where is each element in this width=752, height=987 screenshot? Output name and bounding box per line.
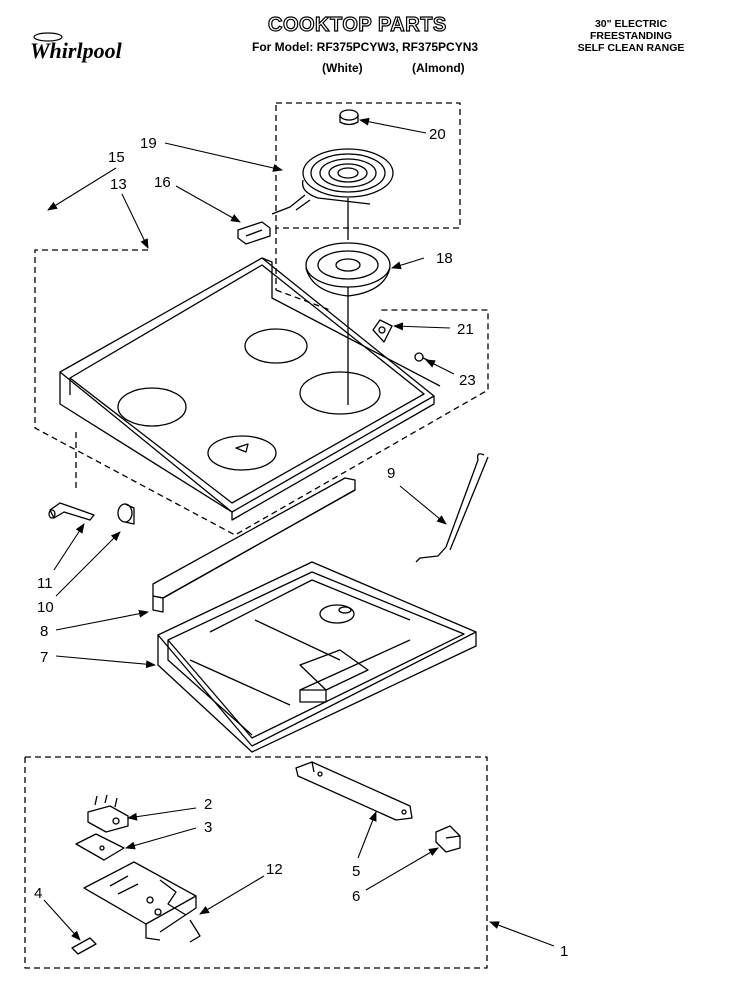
callout-18: 18 (436, 250, 453, 267)
brand-name: Whirlpool (30, 38, 122, 63)
callout-11: 10 (37, 599, 54, 616)
screw (414, 352, 433, 363)
callout-20: 20 (429, 126, 446, 143)
callout-4: 4 (34, 885, 42, 902)
model-numbers: For Model: RF375PCYW3, RF375PCYN3 (252, 40, 479, 54)
callout-9: 9 (387, 465, 395, 482)
callout-8: 8 (40, 623, 48, 640)
grommet (435, 825, 461, 853)
range-line: FREESTANDING (589, 30, 673, 42)
support-rod (415, 453, 489, 563)
callout-6: 6 (352, 888, 360, 905)
element-cap (339, 109, 359, 126)
leader-lines (43, 117, 555, 947)
callout-2: 2 (204, 796, 212, 813)
callout-19: 19 (140, 135, 157, 152)
front-rail (152, 477, 356, 613)
callout-10: 12 (266, 861, 283, 878)
kit-dashed-box (24, 756, 488, 969)
range-description: 30" ELECTRIC FREESTANDING SELF CLEAN RAN… (546, 18, 716, 54)
variant-white: (White) (322, 61, 363, 75)
burner-box (157, 561, 477, 753)
callout-1: 1 (560, 943, 568, 960)
element-dashed-box (275, 102, 461, 229)
whirlpool-logo (22, 30, 152, 75)
cooktop-panel (59, 257, 441, 521)
callout-13: 13 (110, 176, 127, 193)
range-line: 30" ELECTRIC (594, 18, 668, 30)
insulator (75, 833, 125, 861)
spacer (117, 503, 135, 525)
cooktop-dashed-box (34, 228, 489, 536)
page-title: COOKTOP PARTS (267, 13, 447, 36)
hinge-bracket (48, 502, 95, 521)
element-receptacle (237, 221, 271, 245)
terminal-block (83, 861, 201, 943)
switch (87, 794, 129, 833)
callout-7: 7 (40, 649, 48, 666)
callout-23: 23 (459, 372, 476, 389)
callout-21: 21 (457, 321, 474, 338)
wire-clip (71, 937, 97, 955)
surface-element (271, 148, 394, 215)
vent-bracket (295, 761, 413, 821)
bowl-clip (372, 319, 393, 343)
callout-16: 16 (154, 174, 171, 191)
callout-5: 5 (352, 863, 360, 880)
callout-12: 11 (37, 575, 53, 592)
variant-almond: (Almond) (412, 61, 465, 75)
callout-15: 15 (108, 149, 125, 166)
range-line: SELF CLEAN RANGE (577, 42, 685, 54)
callout-3: 3 (204, 819, 212, 836)
